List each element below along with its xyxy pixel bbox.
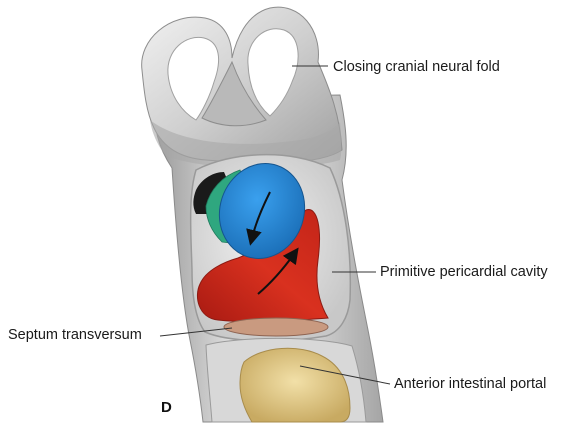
- label-septum-transversum: Septum transversum: [8, 328, 142, 343]
- label-primitive-pericardial-cavity: Primitive pericardial cavity: [380, 265, 548, 280]
- panel-letter: D: [161, 399, 172, 416]
- septum-transversum: [224, 318, 328, 336]
- cranial-neural-fold: [142, 7, 342, 168]
- label-closing-cranial-neural-fold: Closing cranial neural fold: [333, 60, 500, 75]
- label-anterior-intestinal-portal: Anterior intestinal portal: [394, 377, 546, 392]
